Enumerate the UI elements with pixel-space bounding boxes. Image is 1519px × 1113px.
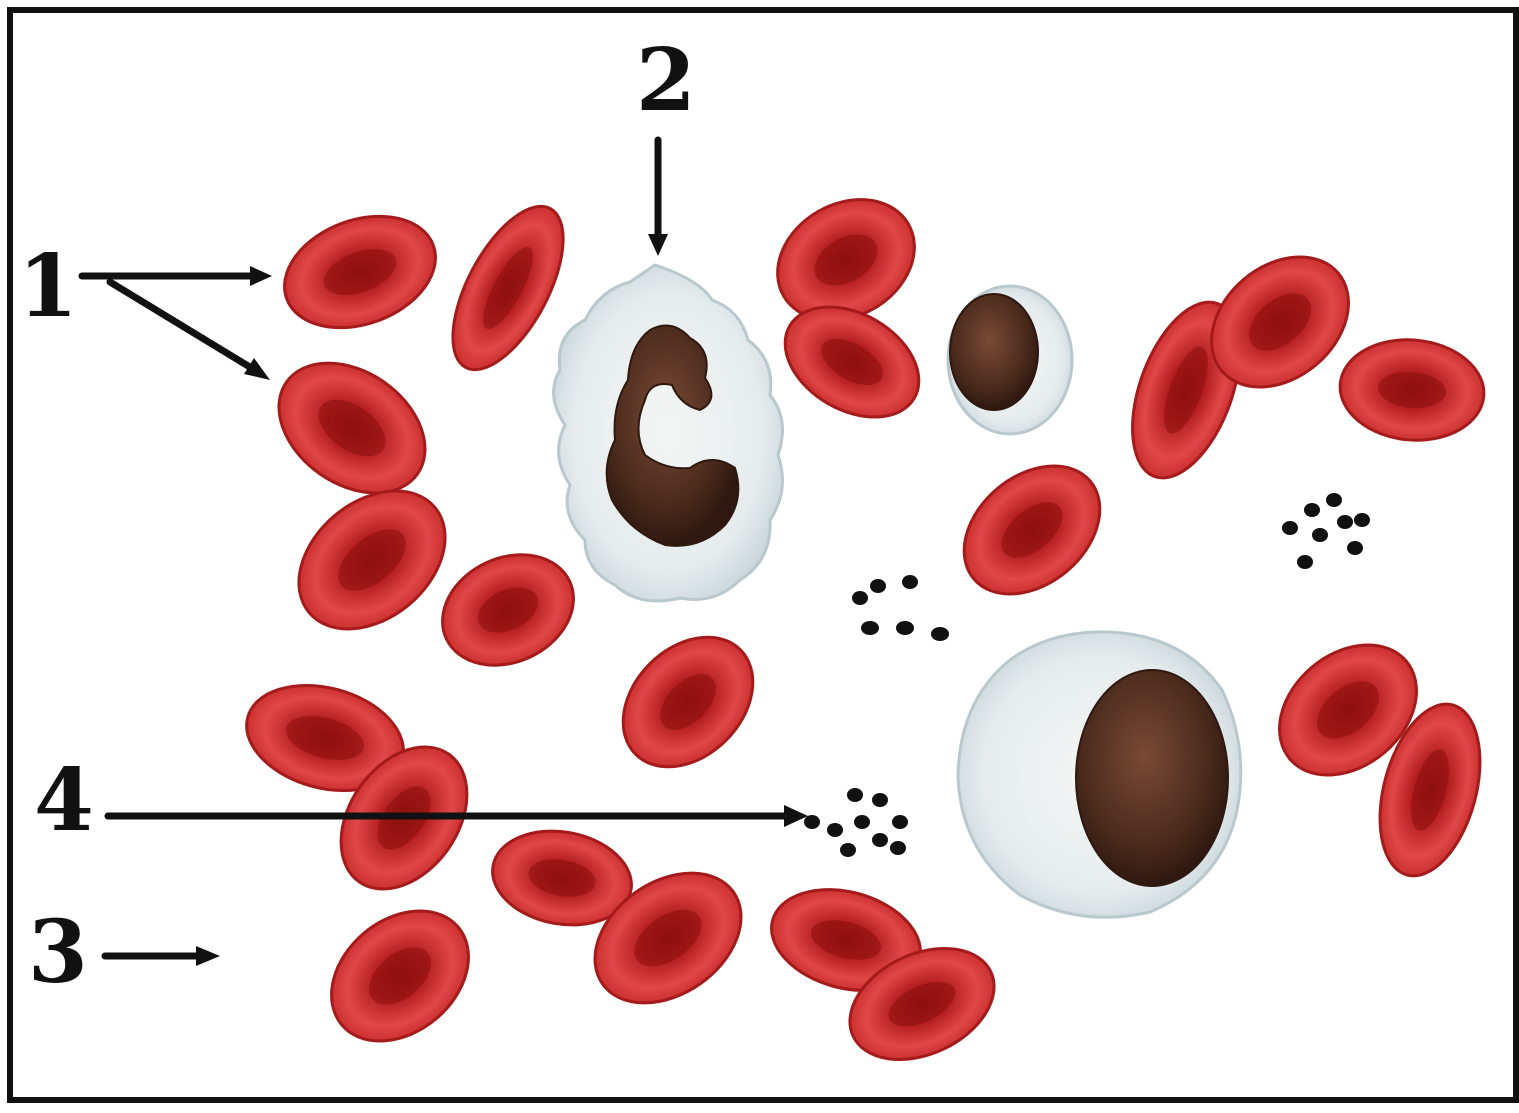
platelet-cluster-4 — [804, 788, 908, 857]
label-1: 1 — [18, 236, 78, 337]
platelet-cluster — [1282, 493, 1370, 569]
red-blood-cell — [597, 611, 778, 792]
white-blood-cell-large — [958, 632, 1241, 917]
label-2: 2 — [636, 30, 696, 131]
label-3: 3 — [28, 902, 88, 1003]
label-4: 4 — [34, 750, 94, 851]
cell-nucleus — [950, 294, 1038, 410]
cell-cytoplasm — [554, 265, 783, 601]
white-blood-cell-small — [948, 286, 1072, 434]
red-blood-cell — [254, 336, 449, 520]
cell-nucleus — [1076, 670, 1228, 886]
red-blood-cell — [939, 440, 1125, 620]
red-blood-cell — [269, 196, 451, 347]
red-blood-cell — [306, 884, 494, 1068]
red-blood-cell — [1336, 334, 1488, 446]
white-blood-cell-segmented — [554, 265, 783, 601]
platelet-cluster — [852, 575, 949, 641]
red-blood-cell — [424, 534, 591, 686]
arrow-1-bottom — [110, 282, 258, 372]
